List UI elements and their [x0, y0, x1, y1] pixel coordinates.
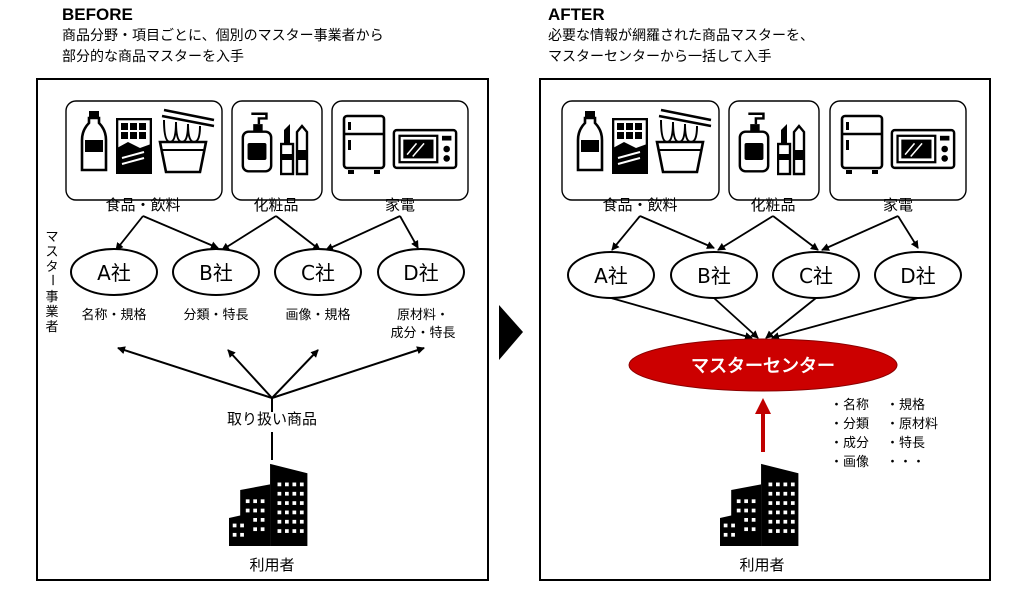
pump-bottle-icon	[241, 112, 273, 173]
before-heading: BEFORE	[62, 5, 133, 24]
side-label-char-0: マ	[45, 230, 58, 245]
transition-arrow-icon	[499, 305, 523, 360]
microwave-icon	[890, 128, 956, 170]
office-building-icon	[229, 463, 308, 546]
after-panel	[539, 78, 991, 581]
after-category-box-appliances	[829, 100, 967, 201]
side-label-char-4: 事	[45, 290, 58, 305]
attribute-col1-2: ・成分	[830, 436, 869, 451]
after-category-arrows	[611, 215, 919, 251]
master-center-label: マスターセンター	[691, 356, 835, 377]
after-desc-line2: マスターセンターから一括して入手	[548, 49, 772, 65]
side-label-char-5: 業	[45, 304, 58, 320]
milk-bottle-icon	[80, 110, 108, 172]
after-user-label: 利用者	[739, 556, 784, 574]
lipstick-icon	[280, 122, 309, 176]
after-category-box-cosmetics	[728, 100, 820, 201]
refrigerator-icon	[342, 114, 386, 174]
products-label: 取り扱い商品	[227, 410, 317, 428]
company-d-items-line1: 原材料・	[397, 308, 449, 323]
before-category-label-appliances: 家電	[385, 196, 415, 214]
attribute-col1-1: ・分類	[830, 417, 869, 432]
before-product-arrows	[117, 346, 425, 460]
instant-noodle-cup-icon	[655, 108, 713, 174]
before-company-a	[70, 248, 158, 296]
before-company-c-label: C社	[301, 261, 335, 285]
instant-noodle-cup-icon	[158, 108, 216, 174]
after-heading: AFTER	[548, 5, 605, 24]
milk-bottle-icon	[576, 110, 604, 172]
attribute-col1-0: ・名称	[830, 397, 869, 413]
before-category-box-food	[65, 100, 223, 201]
attribute-col2-0: ・規格	[886, 397, 925, 413]
after-category-label-appliances: 家電	[883, 196, 913, 214]
company-a-items: 名称・規格	[81, 307, 146, 323]
before-category-arrows	[115, 215, 419, 251]
side-label-char-2: タ	[45, 260, 58, 275]
after-center-arrows	[610, 297, 919, 341]
before-company-d	[377, 248, 465, 296]
side-label-char-1: ス	[45, 245, 58, 260]
before-company-a-label: A社	[97, 261, 131, 285]
after-desc-line1: 必要な情報が網羅された商品マスターを、	[548, 28, 814, 44]
after-category-label-food: 食品・飲料	[602, 196, 677, 214]
microwave-icon	[392, 128, 458, 170]
side-label-char-6: 者	[45, 320, 58, 335]
after-company-c-label: C社	[799, 264, 833, 288]
before-desc-line2: 部分的な商品マスターを入手	[62, 49, 244, 65]
before-category-label-food: 食品・飲料	[105, 196, 180, 214]
company-c-items: 画像・規格	[285, 307, 350, 323]
before-company-c	[274, 248, 362, 296]
after-category-box-food	[561, 100, 720, 201]
refrigerator-icon	[840, 114, 884, 174]
company-b-items: 分類・特長	[183, 308, 248, 323]
before-category-label-cosmetics: 化粧品	[253, 196, 298, 214]
before-company-b-label: B社	[199, 261, 233, 285]
pump-bottle-icon	[738, 112, 770, 173]
before-user-label: 利用者	[249, 556, 294, 574]
after-company-b-label: B社	[697, 264, 731, 288]
after-category-label-cosmetics: 化粧品	[750, 196, 795, 214]
before-category-box-cosmetics	[231, 100, 323, 201]
chocolate-bar-icon	[612, 118, 648, 174]
side-label-char-3: ー	[44, 273, 59, 286]
lipstick-icon	[777, 122, 806, 176]
before-company-d-label: D社	[403, 261, 438, 285]
before-category-box-appliances	[331, 100, 469, 201]
attribute-col2-3: ・・・	[886, 455, 925, 470]
attribute-col2-1: ・原材料	[886, 417, 938, 432]
chocolate-bar-icon	[116, 118, 152, 174]
master-center	[628, 338, 898, 392]
attribute-col1-3: ・画像	[830, 455, 869, 470]
before-company-b	[172, 248, 260, 296]
after-company-a-label: A社	[594, 264, 628, 288]
before-panel	[36, 78, 489, 581]
company-d-items-line2: 成分・特長	[390, 326, 455, 341]
attribute-col2-2: ・特長	[886, 436, 925, 451]
before-desc-line1: 商品分野・項目ごとに、個別のマスター事業者から	[62, 28, 384, 44]
after-company-d-label: D社	[900, 264, 935, 288]
office-building-icon	[720, 463, 799, 546]
